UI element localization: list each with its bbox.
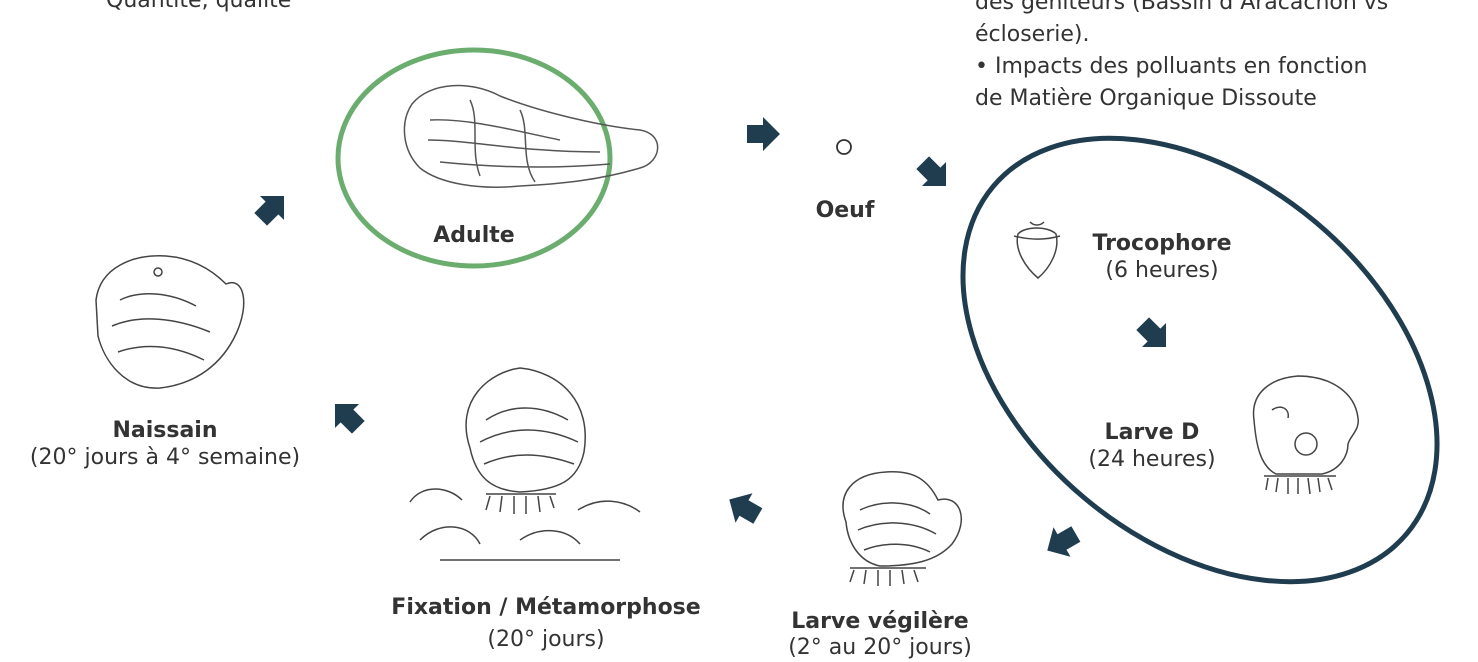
notes-line-1: des géniteurs (Bassin d’Aracachon vs: [975, 0, 1465, 19]
trocophore-label: Trocophore: [1072, 230, 1252, 257]
fixation-label: Fixation / Métamorphose: [356, 594, 736, 621]
trocophore-time: (6 heures): [1072, 257, 1252, 284]
arrow-larve-vegilere-to-fixation: [724, 488, 764, 528]
naissain-label: Naissain: [0, 417, 330, 444]
notes-line-3: • Impacts des polluants en fonction: [975, 51, 1465, 83]
notes-line-2: écloserie).: [975, 19, 1465, 51]
top-left-text: Quantité, qualité: [106, 0, 291, 14]
arrow-fixation-to-naissain: [327, 396, 367, 436]
adulte-label: Adulte: [424, 222, 524, 249]
naissain-icon: [96, 256, 244, 388]
naissain-time: (20° jours à 4° semaine): [0, 444, 330, 471]
larve-d-label: Larve D: [1072, 419, 1232, 446]
larve-d-icon: [1254, 376, 1359, 494]
larve-d-time: (24 heures): [1072, 446, 1232, 473]
arrow-larve-d-to-larve-vegilere: [1042, 522, 1082, 562]
adult-oyster-icon: [404, 86, 657, 188]
arrow-trocophore-to-larve-d: [1134, 315, 1174, 355]
fixation-metamorphose-icon: [410, 368, 640, 560]
larve-vegilere-time: (2° au 20° jours): [770, 634, 990, 661]
larve-vegilere-label: Larve végilère: [770, 608, 990, 635]
notes-line-4: de Matière Organique Dissoute: [975, 83, 1465, 115]
arrow-adulte-to-oeuf: [743, 114, 783, 154]
larve-vegilere-icon: [843, 472, 961, 586]
arrow-naissain-to-adulte: [252, 188, 292, 228]
larval-stage-ring: [877, 49, 1478, 662]
top-right-notes: des géniteurs (Bassin d’Aracachon vs écl…: [975, 0, 1465, 115]
egg-icon: [837, 140, 851, 154]
arrow-oeuf-to-trocophore: [914, 154, 954, 194]
fixation-time: (20° jours): [356, 626, 736, 653]
oeuf-label: Oeuf: [800, 197, 890, 224]
trocophore-icon: [1014, 222, 1060, 278]
